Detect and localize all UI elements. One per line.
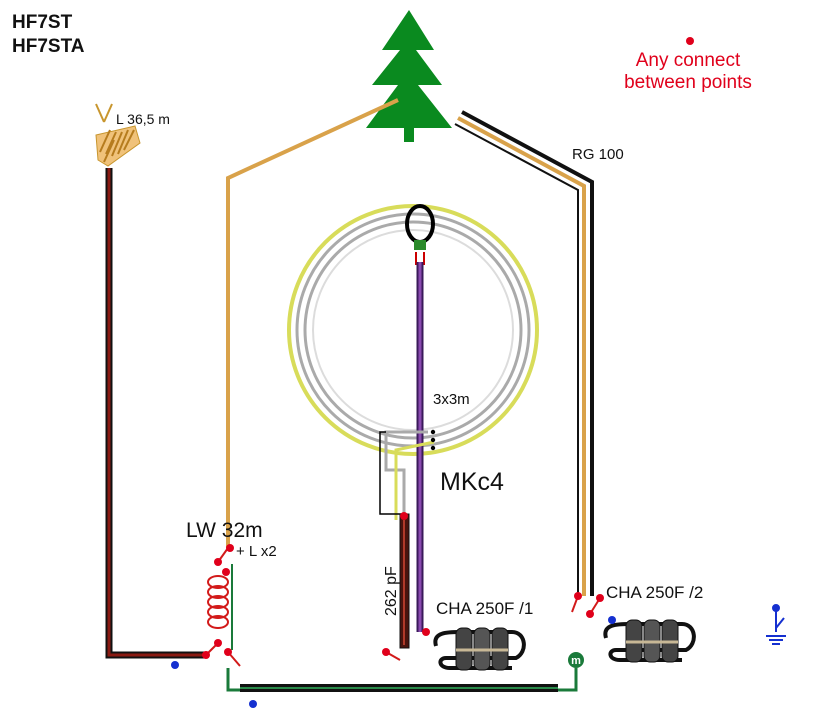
tree-icon: [366, 10, 452, 142]
legend-note-line2: between points: [624, 72, 752, 93]
choke-1-label: CHA 250F /1: [436, 599, 533, 618]
ground-icon: [766, 604, 786, 645]
coil-icon: [207, 564, 233, 650]
coax-type-label: RG 100: [572, 146, 624, 163]
loop-size-label: 3x3m: [433, 391, 470, 408]
choke-2-label: CHA 250F /2: [606, 583, 703, 602]
meter-symbol-label: m: [571, 655, 581, 667]
helix-antenna-icon: [95, 103, 141, 167]
legend-note-line1: Any connect: [636, 50, 741, 71]
connection-point-icon: [171, 37, 694, 708]
longwire-wire: [226, 98, 399, 548]
longwire-label: LW 32m: [186, 519, 263, 542]
loop-coupling-icon: [405, 204, 435, 265]
capacitor-262pf: [399, 513, 410, 649]
antenna-length-label: L 36,5 m: [116, 111, 170, 127]
choke-icon: [433, 619, 696, 671]
loop-tails: [379, 429, 436, 520]
meter-icon: [568, 652, 584, 668]
model-line1: HF7ST: [12, 12, 73, 33]
longwire-coil-label: + L x2: [236, 543, 277, 560]
loop-antenna: [287, 204, 539, 456]
model-line2: HF7STA: [12, 36, 85, 57]
loop-name-label: MKc4: [440, 468, 504, 496]
left-coax: [105, 168, 206, 659]
capacitor-label: 262 pF: [383, 566, 400, 616]
ground-bus: [226, 668, 578, 692]
rg100-coax: [454, 110, 594, 596]
